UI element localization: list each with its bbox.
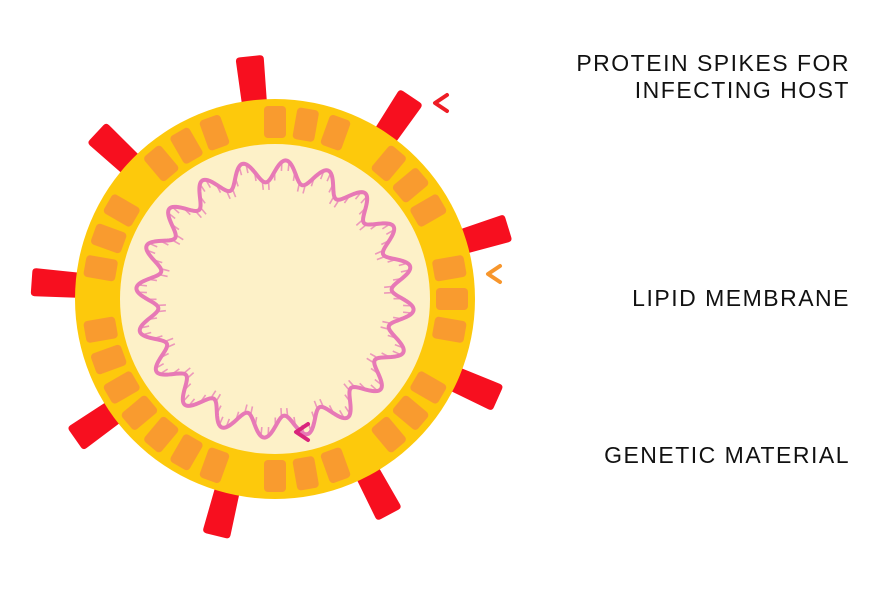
membrane-segment	[264, 106, 286, 138]
label-lipid-membrane: LIPID MEMBRANE	[632, 285, 850, 311]
arrowhead-icon	[433, 93, 449, 113]
membrane-segment	[103, 371, 140, 404]
membrane-segment	[83, 316, 118, 343]
membrane-segment	[410, 371, 447, 404]
membrane-segment	[170, 127, 203, 164]
membrane-segments	[83, 106, 468, 492]
genetic-rungs	[139, 163, 411, 435]
arrow-protein-spikes	[433, 93, 850, 113]
membrane-segment	[199, 115, 230, 151]
membrane-segment	[392, 168, 429, 203]
membrane-segment	[320, 447, 351, 483]
membrane-segment	[91, 344, 127, 375]
membrane-segment	[83, 255, 118, 282]
label-protein-spikes: PROTEIN SPIKES FOR INFECTING HOST	[576, 50, 850, 104]
arrowhead-icon	[486, 264, 502, 284]
membrane-segment	[292, 456, 319, 491]
membrane-segment	[199, 447, 230, 483]
arrow-genetic-material	[294, 422, 850, 442]
membrane-segment	[144, 416, 179, 453]
label-protein-spikes-line1: PROTEIN SPIKES FOR	[576, 50, 850, 76]
membrane-segment	[371, 145, 406, 182]
membrane-segment	[410, 194, 447, 227]
genetic-strand	[134, 158, 416, 440]
membrane-segment	[320, 115, 351, 151]
genetic-material	[134, 158, 416, 440]
membrane-segment	[432, 316, 467, 343]
label-genetic-material: GENETIC MATERIAL	[604, 442, 850, 468]
membrane-segment	[392, 395, 429, 430]
membrane-segment	[292, 107, 319, 142]
label-protein-spikes-line2: INFECTING HOST	[634, 77, 850, 103]
membrane-segment	[103, 194, 140, 227]
membrane-segment	[121, 395, 158, 430]
membrane-segment	[91, 223, 127, 254]
membrane-segment	[144, 145, 179, 182]
membrane-segment	[436, 288, 468, 310]
arrowhead-icon	[294, 422, 310, 442]
membrane-segment	[264, 460, 286, 492]
membrane-segment	[371, 416, 406, 453]
arrow-lipid-membrane	[486, 264, 850, 284]
membrane-segment	[170, 434, 203, 471]
virus-interior	[120, 144, 430, 454]
membrane-segment	[432, 255, 467, 282]
